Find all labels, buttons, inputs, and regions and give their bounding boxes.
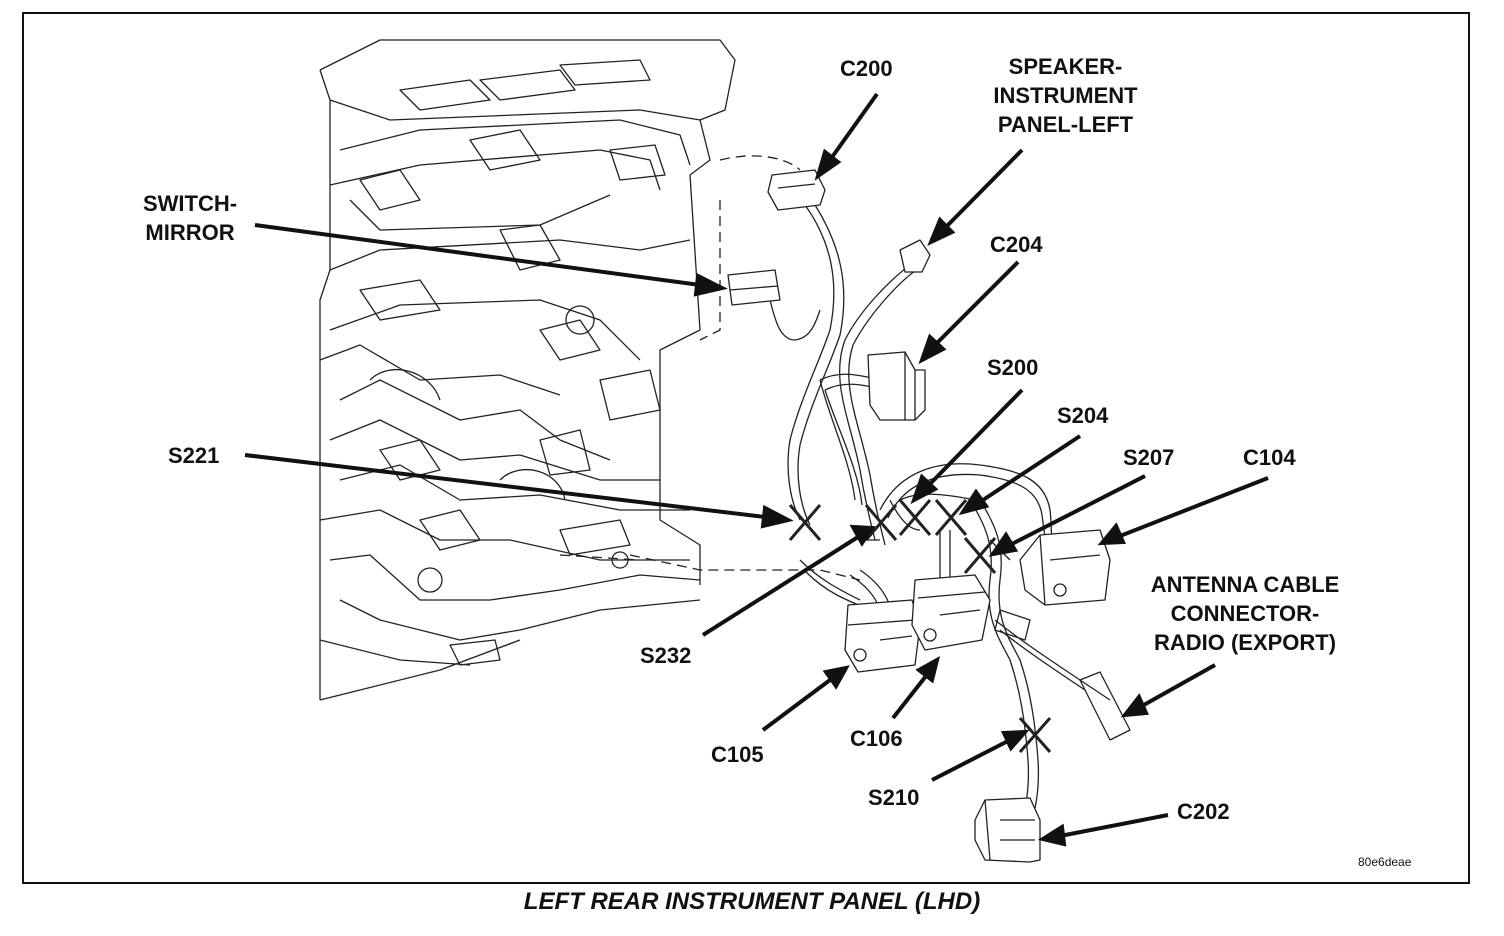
leader-c106	[891, 656, 941, 720]
label-line: MIRROR	[145, 220, 235, 245]
label-antenna-cable-connector-radio: ANTENNA CABLE CONNECTOR- RADIO (EXPORT)	[1120, 570, 1370, 657]
connector-c202-body	[974, 797, 1041, 863]
label-line: CONNECTOR-	[1170, 601, 1320, 626]
leader-c105	[761, 665, 850, 732]
leader-antenna	[1120, 663, 1216, 718]
label-s221: S221	[168, 443, 220, 468]
label-s207: S207	[1123, 445, 1175, 470]
label-line: RADIO (EXPORT)	[1153, 630, 1337, 655]
label-line: SWITCH-	[142, 191, 238, 216]
leader-c104	[1097, 476, 1269, 546]
label-s204: S204	[1057, 403, 1109, 428]
label-s232: S232	[640, 643, 692, 668]
label-c105: C105	[711, 742, 764, 767]
label-line: SPEAKER-	[1008, 54, 1123, 79]
dashed-outline	[559, 155, 861, 581]
label-c104: C104	[1243, 445, 1296, 470]
diagram-frame	[22, 12, 1470, 884]
leader-s221	[244, 453, 794, 529]
connector-c106-body	[911, 574, 991, 651]
label-c200: C200	[840, 56, 893, 81]
leader-speaker	[927, 148, 1024, 247]
leader-switch-mirror	[254, 223, 728, 297]
leader-c204	[918, 260, 1020, 365]
splice-marks	[788, 499, 1052, 753]
label-s200: S200	[987, 355, 1039, 380]
connector-switch-mirror-body	[727, 269, 781, 306]
label-line: PANEL-LEFT	[997, 112, 1134, 137]
label-s210: S210	[868, 785, 920, 810]
label-c204: C204	[990, 232, 1043, 257]
connector-c204-body	[867, 351, 926, 421]
label-line: ANTENNA CABLE	[1150, 572, 1340, 597]
leader-s204	[958, 434, 1082, 516]
leader-s200	[910, 388, 1024, 505]
leader-s207	[988, 474, 1146, 557]
leader-s210	[931, 729, 1030, 782]
label-speaker-instrument-panel-left: SPEAKER- INSTRUMENT PANEL-LEFT	[968, 52, 1163, 139]
connector-c104-body	[1019, 529, 1111, 606]
label-c202: C202	[1177, 799, 1230, 824]
label-c106: C106	[850, 726, 903, 751]
instrument-panel-structure	[319, 39, 736, 701]
connector-speaker-body	[899, 239, 931, 273]
image-code: 80e6deae	[1358, 855, 1412, 869]
leader-s232	[701, 524, 876, 637]
label-switch-mirror: SWITCH- MIRROR	[125, 189, 255, 247]
leader-c200	[814, 92, 879, 181]
leader-c202	[1037, 813, 1169, 847]
connector-c200-body	[767, 169, 826, 211]
diagram-caption: LEFT REAR INSTRUMENT PANEL (LHD)	[523, 888, 981, 915]
connector-c105-body	[844, 599, 921, 673]
label-line: INSTRUMENT	[993, 83, 1138, 108]
